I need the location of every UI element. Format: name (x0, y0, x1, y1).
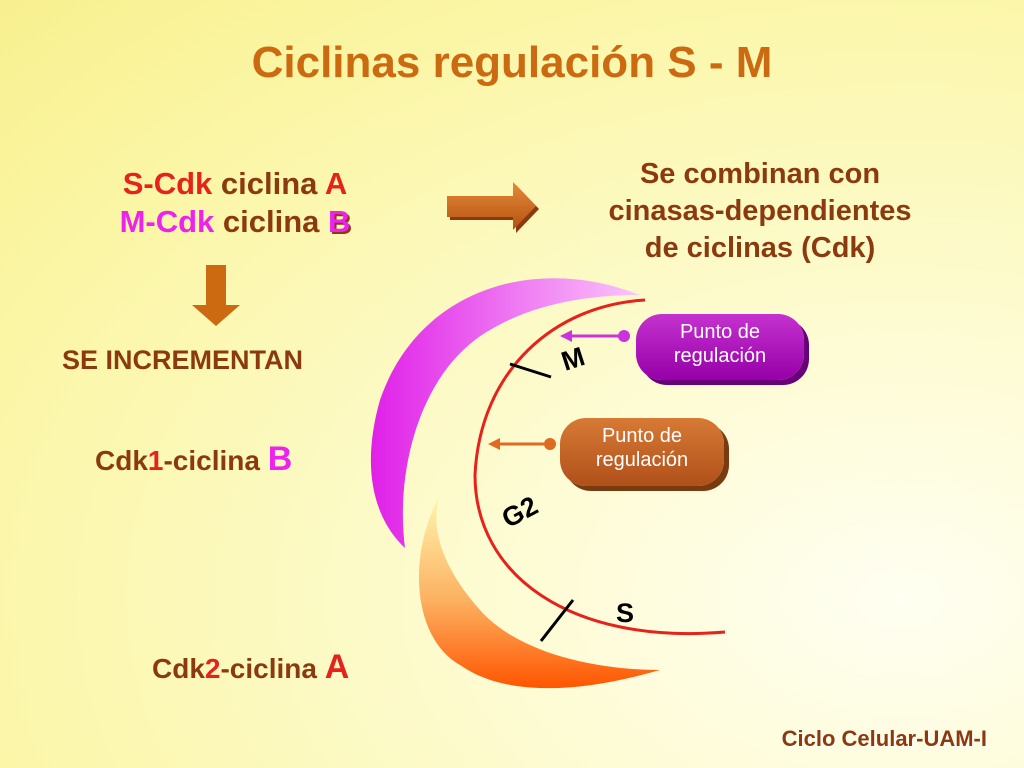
cdk1-rest: -ciclina (163, 445, 260, 476)
cdk2-base: Cdk (152, 653, 205, 684)
cyclin-a-crescent (418, 495, 660, 689)
s-cdk-ciclina: ciclina (220, 166, 318, 201)
description-line-1: Se combinan con (639, 158, 881, 190)
cdk2-number: 2 (204, 653, 221, 684)
s-boundary-mark (539, 599, 575, 642)
cdk2-letter: A (324, 648, 350, 686)
m-checkpoint-line-2: regulación (673, 345, 767, 367)
m-cdk-line: M-Cdk ciclina B (60, 203, 410, 241)
arrow-right-icon (447, 182, 539, 233)
cdk1-base: Cdk (95, 445, 148, 476)
phase-s-label: S (616, 598, 635, 628)
m-checkpoint-badge: Punto de regulación (636, 314, 804, 380)
cdk-description: Se combinan con cinasas-dependientes de … (540, 156, 980, 267)
cell-cycle-arc (473, 298, 726, 635)
g2-checkpoint-line-2: regulación (595, 449, 689, 471)
cdk1-cyclin-b: Cdk1-ciclina B (95, 440, 292, 479)
g2-checkpoint-badge: Punto de regulación (560, 418, 724, 486)
m-cdk-label: M-Cdk (119, 204, 215, 239)
g2-checkpoint-line-1: Punto de (601, 425, 683, 447)
m-checkpoint-line-1: Punto de (679, 321, 761, 343)
arrow-down-icon (192, 265, 240, 326)
description-line-2: cinasas-dependientes (608, 195, 912, 227)
cdk1-letter: B (267, 440, 293, 478)
page-title: Ciclinas regulación S - M (251, 38, 773, 87)
m-cdk-letter: B (328, 204, 351, 239)
g2-checkpoint-pointer (488, 438, 556, 450)
cdk1-number: 1 (147, 445, 164, 476)
m-boundary-mark (509, 362, 552, 379)
s-cdk-line: S-Cdk ciclina A (60, 165, 410, 203)
cdk2-cyclin-a: Cdk2-ciclina A (152, 648, 349, 687)
cdk2-rest: -ciclina (220, 653, 317, 684)
description-line-3: de ciclinas (Cdk) (644, 232, 876, 264)
s-cdk-label: S-Cdk (122, 166, 213, 201)
increment-label: SE INCREMENTAN (62, 345, 304, 375)
s-cdk-letter: A (324, 166, 348, 201)
cyclin-pairs: S-Cdk ciclina A M-Cdk ciclina B (60, 165, 410, 241)
cyclin-b-crescent (370, 278, 640, 548)
m-checkpoint-pointer (560, 330, 630, 342)
m-cdk-ciclina: ciclina (222, 204, 320, 239)
footer-credit: Ciclo Celular-UAM-I (781, 726, 987, 751)
